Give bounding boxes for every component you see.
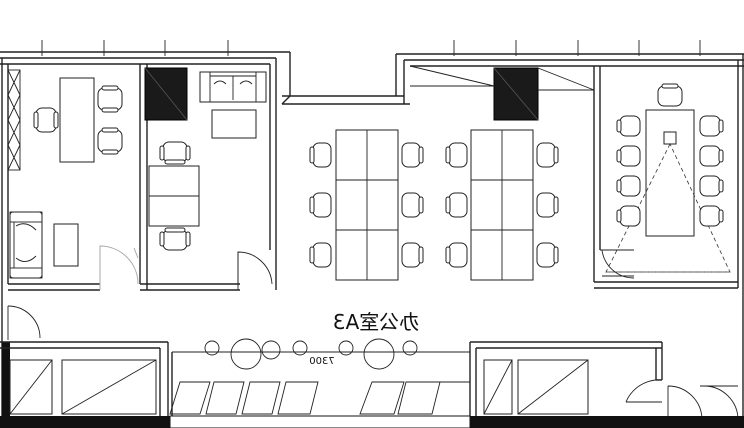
lower-rooms bbox=[0, 341, 744, 428]
chair bbox=[536, 242, 559, 268]
chair bbox=[309, 242, 332, 268]
projector bbox=[663, 131, 677, 145]
chair bbox=[445, 192, 468, 218]
chair bbox=[699, 175, 724, 197]
open-workstations bbox=[309, 129, 559, 281]
desk-cluster-left bbox=[335, 129, 399, 281]
chair bbox=[536, 192, 559, 218]
chair bbox=[401, 242, 424, 268]
window-mullions bbox=[41, 40, 701, 56]
storage-shelf bbox=[7, 69, 21, 171]
chair bbox=[699, 145, 724, 167]
corridor-door-left bbox=[7, 305, 41, 340]
coffee-table bbox=[53, 223, 79, 267]
structural-columns bbox=[144, 67, 539, 121]
desk bbox=[59, 77, 95, 163]
sofa-top bbox=[199, 71, 267, 103]
sofa bbox=[9, 211, 43, 279]
chair bbox=[159, 227, 191, 251]
chair bbox=[536, 142, 559, 168]
storage-zone bbox=[409, 65, 595, 91]
conference-table bbox=[645, 109, 695, 237]
meeting-room bbox=[600, 83, 731, 279]
chair bbox=[159, 141, 191, 165]
chair bbox=[97, 85, 123, 113]
dimension-label: 7300 bbox=[309, 356, 334, 367]
chair bbox=[616, 115, 641, 137]
chair bbox=[657, 83, 683, 107]
chair bbox=[309, 192, 332, 218]
chair bbox=[699, 205, 724, 227]
chair bbox=[616, 175, 641, 197]
chair bbox=[309, 142, 332, 168]
chair bbox=[33, 107, 59, 133]
chair bbox=[445, 142, 468, 168]
chair bbox=[699, 115, 724, 137]
room-label: 办公室A3 bbox=[333, 310, 419, 334]
corridor-walls bbox=[8, 281, 738, 291]
left-office bbox=[7, 69, 139, 290]
chair bbox=[97, 127, 123, 155]
middle-office bbox=[148, 71, 273, 290]
chair bbox=[401, 142, 424, 168]
chair bbox=[616, 145, 641, 167]
desk-cluster-right bbox=[470, 129, 534, 281]
chair bbox=[445, 242, 468, 268]
chair bbox=[616, 205, 641, 227]
coffee-table bbox=[211, 109, 257, 139]
chair bbox=[401, 192, 424, 218]
corridor-lighting bbox=[172, 338, 470, 370]
